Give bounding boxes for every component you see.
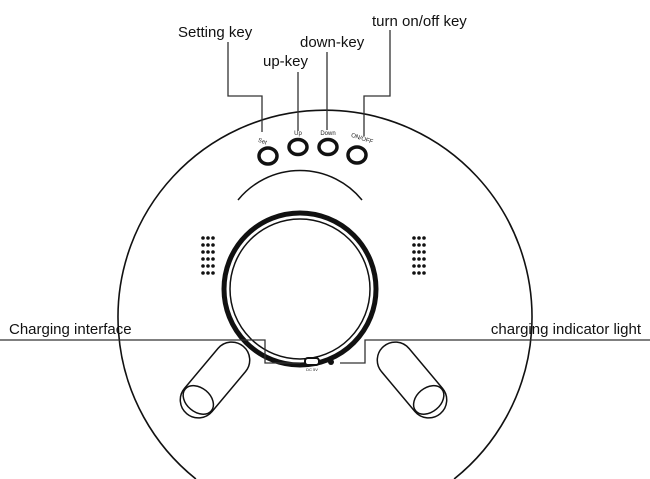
grille-dot — [412, 243, 416, 247]
down-key-callout: down-key — [300, 34, 365, 51]
grille-dot — [417, 236, 421, 240]
grille-dot — [206, 264, 210, 268]
grille-dot — [206, 271, 210, 275]
up-button-label: Up — [294, 131, 302, 137]
charging-led — [328, 359, 334, 365]
grille-dot — [422, 250, 426, 254]
grille-dot — [211, 250, 215, 254]
grille-dot — [201, 236, 205, 240]
down-button-label: Down — [320, 131, 335, 137]
grille-dot — [201, 250, 205, 254]
grille-dot — [206, 257, 210, 261]
grille-dot — [206, 236, 210, 240]
grille-dot — [417, 271, 421, 275]
grille-dot — [211, 236, 215, 240]
grille-dot — [417, 257, 421, 261]
up-key-callout: up-key — [263, 53, 309, 70]
foot-right — [376, 341, 448, 419]
grille-dot — [417, 243, 421, 247]
power-key-callout: turn on/off key — [372, 13, 467, 30]
grille-dot — [211, 257, 215, 261]
grille-dot — [201, 271, 205, 275]
set-button[interactable]: Set — [257, 138, 279, 166]
power-button[interactable]: ON/OFF — [346, 133, 374, 165]
device-body — [117, 109, 533, 479]
grille-dot — [412, 264, 416, 268]
grille-dot — [211, 243, 215, 247]
grille-dot — [206, 250, 210, 254]
grille-dot — [412, 271, 416, 275]
setting-key-callout: Setting key — [178, 24, 253, 41]
speaker-grille-right — [412, 236, 426, 275]
grille-dot — [201, 264, 205, 268]
grille-dot — [201, 243, 205, 247]
grille-dot — [422, 243, 426, 247]
grille-dot — [206, 243, 210, 247]
center-ring — [221, 169, 379, 368]
grille-dot — [412, 257, 416, 261]
grille-dot — [412, 250, 416, 254]
charging-indicator-callout: charging indicator light — [491, 321, 642, 338]
grille-dot — [201, 257, 205, 261]
set-button-label: Set — [257, 138, 268, 147]
leader-lines — [0, 30, 650, 364]
port-label: DC 5V — [306, 367, 318, 372]
foot-left — [179, 341, 251, 419]
grille-dot — [417, 250, 421, 254]
usb-port: DC 5V — [304, 357, 320, 372]
grille-dot — [412, 236, 416, 240]
grille-dot — [211, 271, 215, 275]
grille-dot — [422, 257, 426, 261]
power-button-label: ON/OFF — [350, 133, 374, 146]
grille-dot — [422, 264, 426, 268]
up-button[interactable]: Up — [287, 131, 309, 157]
grille-dot — [422, 271, 426, 275]
speaker-grille-left — [201, 236, 215, 275]
charging-interface-callout: Charging interface — [9, 321, 132, 338]
grille-dot — [417, 264, 421, 268]
grille-dot — [211, 264, 215, 268]
down-button[interactable]: Down — [317, 131, 339, 157]
grille-dot — [422, 236, 426, 240]
